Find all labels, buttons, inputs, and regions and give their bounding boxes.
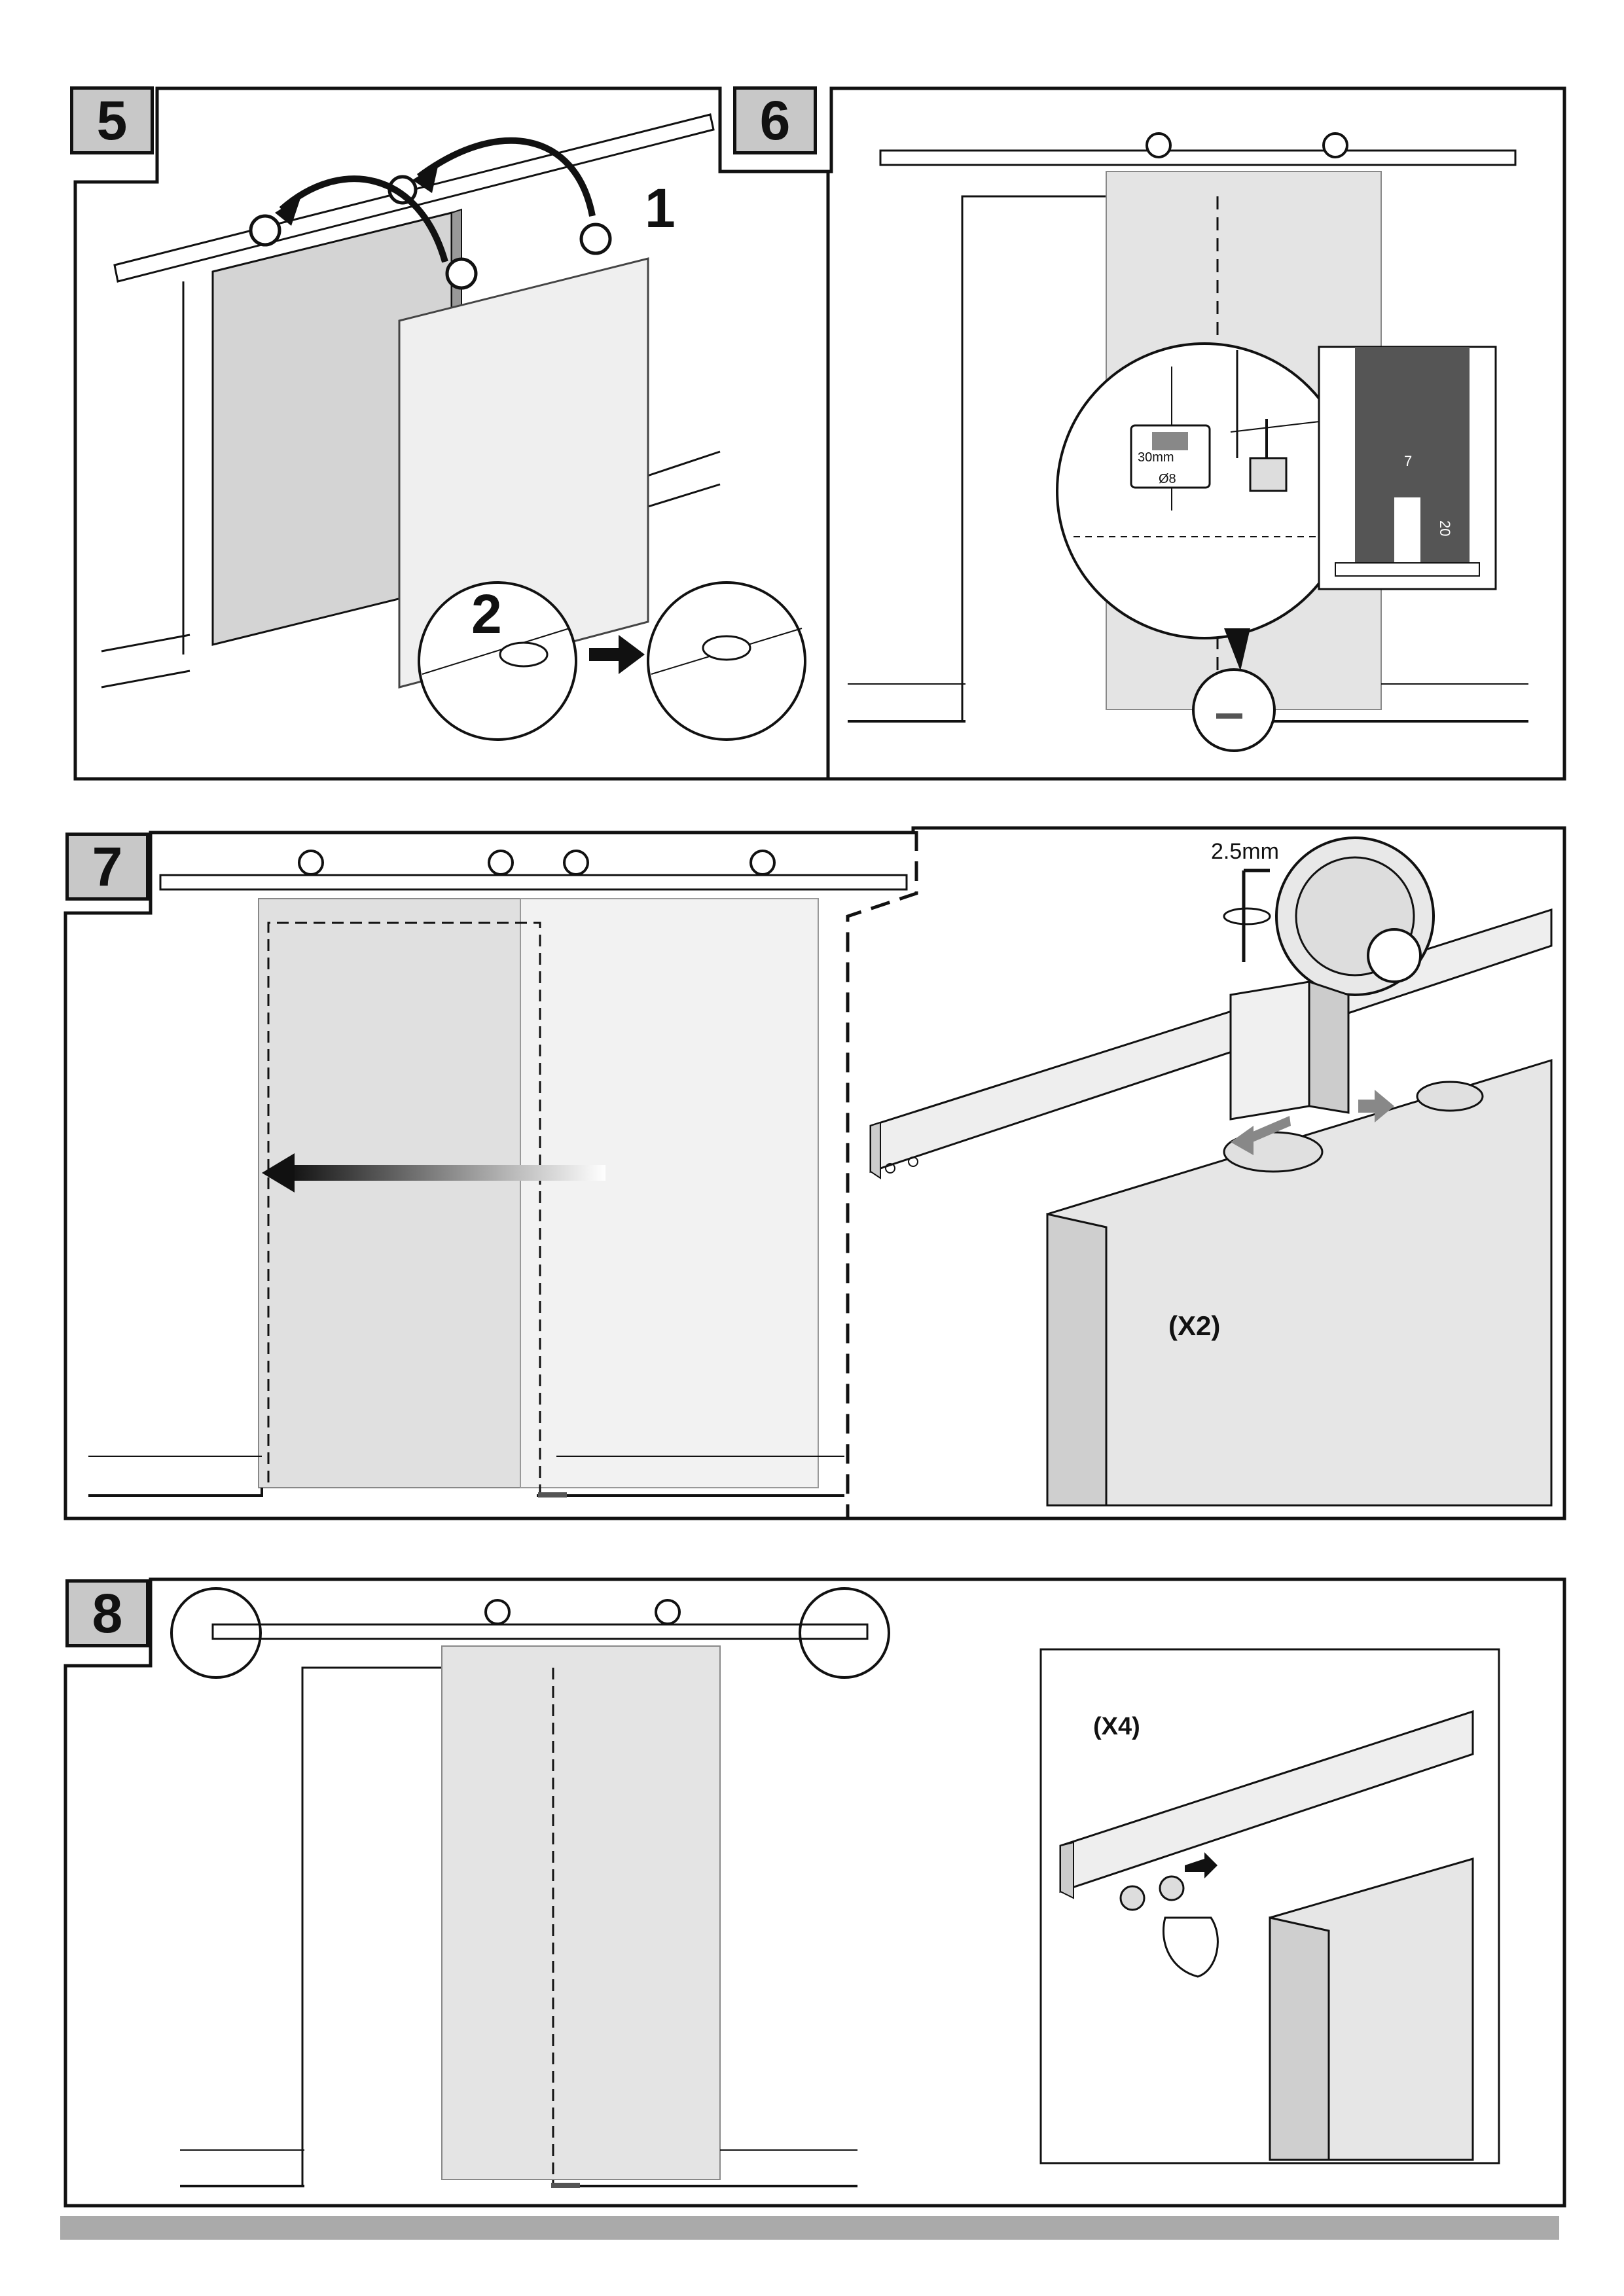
step-6-panel [826, 86, 1566, 781]
step-6-number: 6 [733, 86, 817, 154]
step-5-callout-2: 2 [471, 583, 502, 645]
step-7-number: 7 [65, 833, 149, 901]
slot-width-label: 7 [1404, 453, 1412, 469]
step-5-callout-1: 1 [645, 177, 676, 239]
step-7-panel [63, 826, 1566, 1520]
step-7-quantity-label: (X2) [1168, 1310, 1220, 1341]
step-8-number: 8 [65, 1579, 149, 1647]
footer-bar [60, 2216, 1559, 2240]
drill-depth-label: 30mm [1138, 450, 1174, 465]
step-5-panel [73, 86, 830, 781]
step-8-panel [63, 1577, 1566, 2208]
drill-diameter-label: Ø8 [1159, 472, 1176, 486]
step-5-number: 5 [70, 86, 154, 154]
wrench-size-label: 2.5mm [1211, 839, 1279, 864]
step-8-quantity-label: (X4) [1093, 1713, 1140, 1740]
slot-depth-label: 20 [1437, 520, 1453, 536]
